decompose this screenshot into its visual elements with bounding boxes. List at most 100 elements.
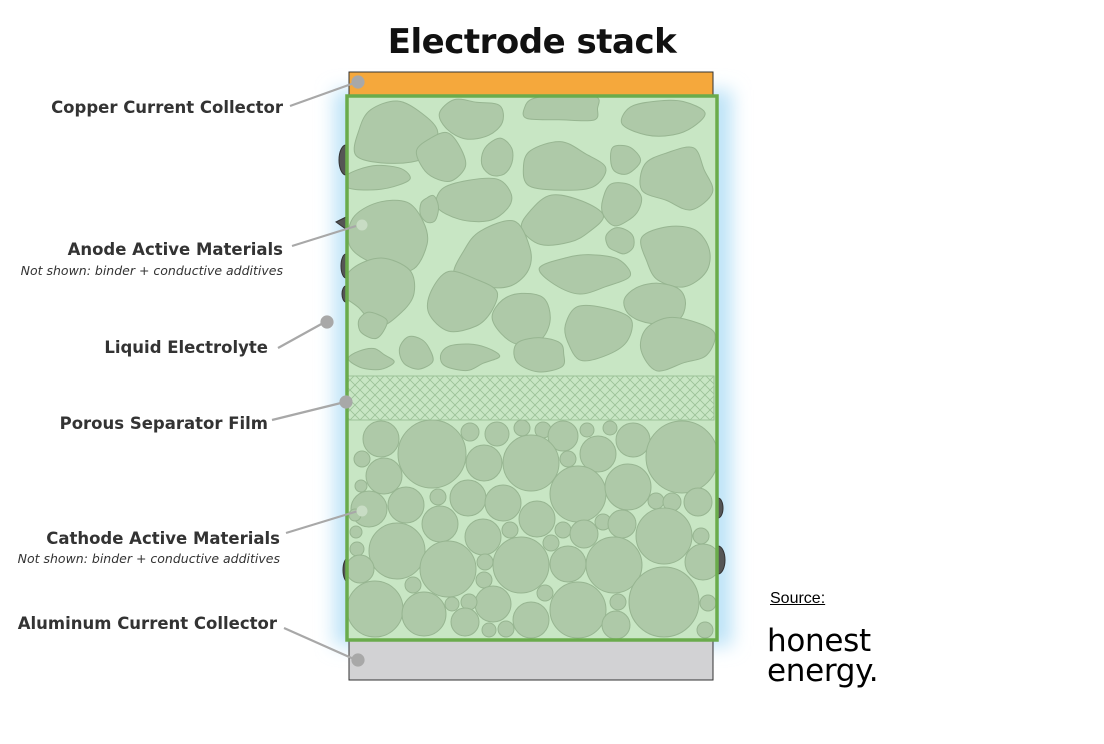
label-porous-separator-film: Porous Separator Film: [59, 414, 268, 433]
anode-particle: [640, 225, 711, 288]
cathode-particle: [602, 420, 618, 436]
cathode-particle: [474, 585, 512, 623]
cathode-particle: [549, 465, 607, 523]
anode-particle: [438, 98, 504, 140]
cathode-particle: [635, 507, 693, 565]
anode-particle: [348, 257, 416, 328]
label-cathode-active-materials: Cathode Active Materials: [46, 529, 280, 548]
cathode-particle: [368, 522, 426, 580]
anode-particle: [348, 164, 411, 191]
anode-particle: [426, 270, 499, 333]
cathode-particle: [554, 521, 572, 539]
cathode-particle: [401, 591, 447, 637]
cathode-particle: [547, 420, 579, 452]
aluminum-current-collector: [348, 637, 714, 681]
cathode-particle: [549, 545, 587, 583]
cathode-particle: [645, 420, 716, 494]
note-anode-binder: Not shown: binder + conductive additives: [20, 263, 283, 278]
diagram-title: Electrode stack: [387, 22, 677, 62]
logo-line-2: energy.: [767, 653, 879, 689]
cathode-particle: [609, 593, 627, 611]
cathode-particle: [450, 607, 480, 637]
note-cathode-binder: Not shown: binder + conductive additives: [17, 551, 280, 566]
anode-particle: [439, 343, 501, 372]
label-copper-current-collector: Copper Current Collector: [51, 98, 283, 117]
cathode-particle: [585, 536, 643, 594]
cathode-particle: [365, 457, 403, 495]
source-label: Source:: [770, 590, 826, 607]
anode-active-particles: [348, 96, 716, 373]
anode-particle: [620, 99, 706, 137]
cathode-particle: [615, 422, 651, 458]
anode-particle: [357, 311, 388, 340]
cathode-particle: [481, 622, 497, 638]
cathode-particle: [421, 505, 459, 543]
anode-particle: [610, 144, 642, 175]
cathode-particle: [601, 610, 631, 640]
cathode-particle: [647, 492, 665, 510]
cathode-particle: [404, 576, 422, 594]
cathode-particle: [699, 594, 716, 612]
label-liquid-electrolyte: Liquid Electrolyte: [104, 338, 268, 357]
anode-particle: [398, 335, 434, 370]
cathode-particle: [579, 435, 617, 473]
cathode-particle: [465, 444, 503, 482]
anode-particle: [601, 182, 643, 227]
cathode-particle: [353, 450, 371, 468]
cathode-particle: [604, 463, 652, 511]
cathode-particle: [429, 488, 447, 506]
cathode-particle: [348, 554, 375, 584]
cathode-particle: [464, 518, 502, 556]
cathode-particle: [692, 527, 710, 545]
anode-particle: [538, 254, 632, 295]
cathode-particle: [449, 479, 487, 517]
cathode-particle: [512, 601, 550, 639]
cathode-particle: [419, 540, 477, 598]
anode-particle: [513, 337, 566, 373]
anode-particle: [453, 220, 532, 289]
cathode-particle: [683, 487, 713, 517]
cathode-particle: [497, 620, 515, 638]
cathode-particle: [492, 536, 550, 594]
porous-separator-film: [347, 375, 715, 421]
cathode-particle: [513, 420, 531, 437]
cathode-particle: [628, 566, 700, 638]
anode-particle: [520, 194, 605, 246]
cathode-particle: [387, 486, 425, 524]
anode-particle: [419, 194, 439, 224]
cathode-particle: [476, 553, 494, 571]
anode-particle: [522, 96, 600, 122]
cathode-particle: [475, 571, 493, 589]
label-aluminum-current-collector: Aluminum Current Collector: [17, 614, 277, 633]
cathode-particle: [518, 500, 556, 538]
cathode-particle: [484, 484, 522, 522]
cathode-particle: [579, 422, 595, 438]
cathode-particle: [696, 621, 714, 639]
cathode-particle: [684, 543, 716, 581]
label-anode-active-materials: Anode Active Materials: [67, 240, 283, 259]
cathode-particle: [349, 541, 365, 557]
cathode-particle: [460, 422, 480, 442]
leader-lines: [271, 75, 368, 667]
anode-particle: [415, 131, 467, 183]
cathode-particle: [362, 420, 400, 458]
cathode-particle: [542, 534, 560, 552]
cathode-particle: [569, 519, 599, 549]
cathode-particle: [559, 450, 577, 468]
anode-particle: [605, 227, 635, 255]
cathode-particle: [484, 421, 510, 447]
anode-particle: [480, 137, 514, 177]
logo-line-1: honest: [767, 623, 871, 659]
cathode-particle: [349, 525, 363, 539]
copper-current-collector: [348, 71, 714, 99]
cathode-particle: [502, 434, 560, 492]
cathode-particle: [397, 420, 467, 489]
anode-particle: [639, 146, 714, 211]
cathode-particle: [607, 509, 637, 539]
cathode-particle: [501, 521, 519, 539]
anode-particle: [564, 304, 633, 362]
anode-particle: [639, 316, 716, 372]
cathode-particle: [444, 596, 460, 612]
anode-particle: [522, 141, 607, 191]
